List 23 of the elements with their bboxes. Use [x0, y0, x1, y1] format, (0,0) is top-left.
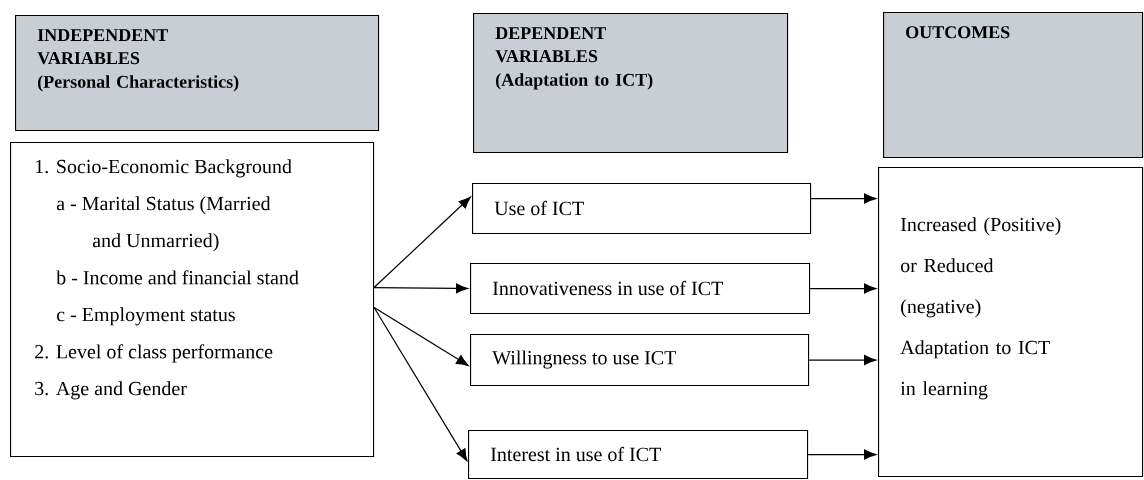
arrow — [373, 306, 468, 462]
header-box: DEPENDENT VARIABLES (Adaptation to ICT) — [473, 13, 789, 154]
list-item: a - Marital Status (Married and Unmarried) — [56, 196, 271, 252]
list-item: 3. Age and Gender — [35, 381, 187, 400]
header-box: INDEPENDENT VARIABLES (Personal Characteristics) — [15, 15, 380, 132]
arrow — [373, 283, 469, 294]
arrow — [373, 196, 471, 289]
variable-box: Use of ICT — [472, 183, 812, 235]
list-item: c - Employment status — [56, 307, 235, 326]
header-box: OUTCOMES — [883, 12, 1144, 159]
arrow — [807, 449, 877, 460]
arrow — [809, 283, 877, 294]
list-item: b - Income and financial stand — [56, 270, 299, 285]
list-item: 1. Socio-Economic Background — [35, 159, 292, 178]
variable-box: Innovativeness in use of ICT — [470, 263, 811, 315]
list-item: 2. Level of class performance — [35, 344, 273, 363]
list-box — [10, 142, 375, 458]
variable-box: Willingness to use ICT — [470, 334, 810, 387]
outcome-box: Increased (Positive) or Reduced (negative) Adaptation to ICT in learning — [878, 167, 1144, 478]
arrow — [373, 306, 469, 366]
variable-box: Interest in use of ICT — [468, 430, 809, 480]
arrow — [808, 355, 877, 366]
arrow — [810, 193, 877, 204]
